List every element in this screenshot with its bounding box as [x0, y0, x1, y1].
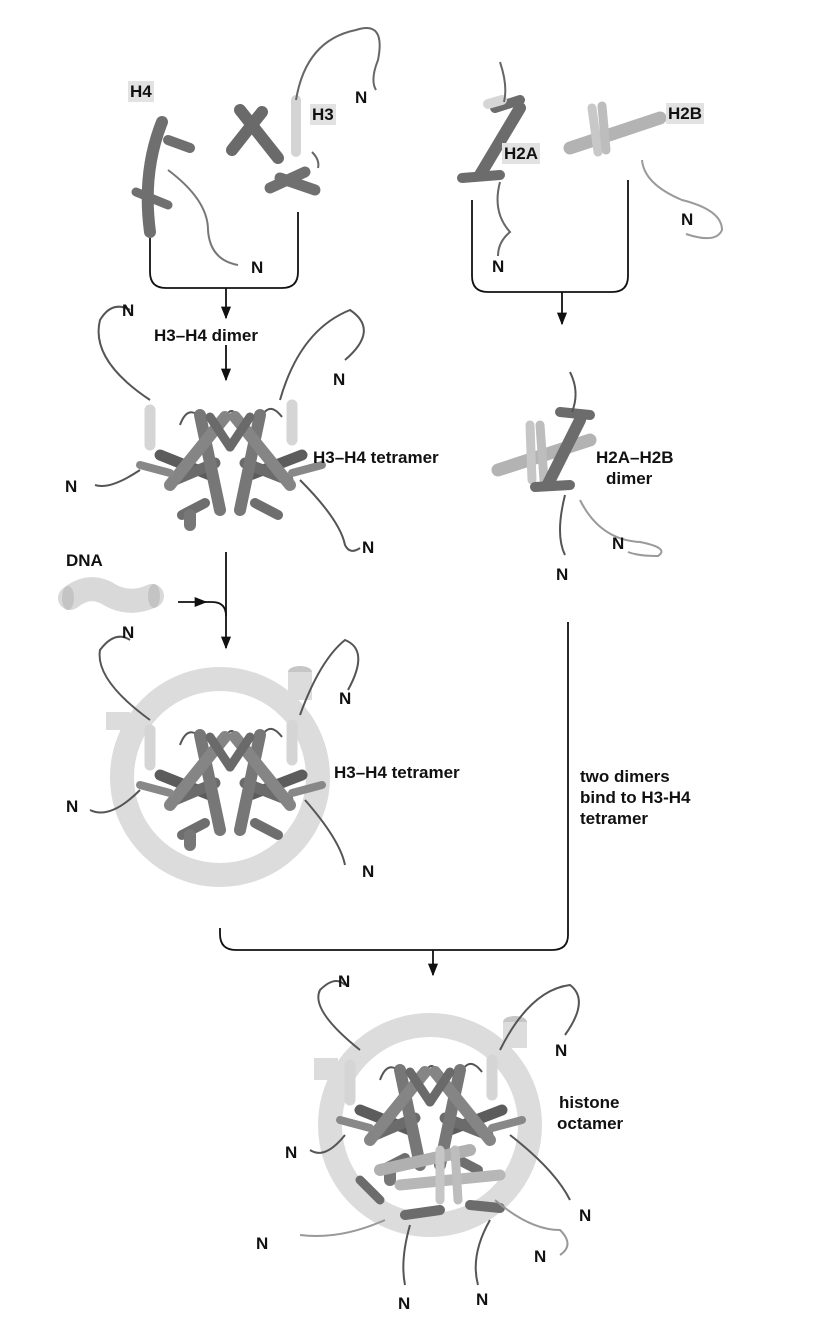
h2a-h2b-dimer-label: H2A–H2B dimer: [596, 447, 673, 489]
h4-helices: [131, 116, 239, 266]
n-terminus-dimer-bottom: N: [556, 565, 569, 584]
h2a-label: H2A: [502, 143, 541, 164]
n-terminus-octamer-top-right: N: [555, 1041, 568, 1060]
histone-octamer-label: histone octamer: [557, 1092, 623, 1134]
histone-octamer: [299, 980, 580, 1286]
n-terminus-octamer-bottom-right: N: [534, 1247, 547, 1266]
h3-h4-tetramer-top: [94, 305, 365, 552]
histone-octamer-label-line1: histone: [559, 1093, 620, 1112]
h3-label: H3: [310, 104, 336, 125]
h2a-helices: [457, 61, 526, 257]
n-terminus-h2a: N: [492, 257, 505, 276]
two-dimers-label-line2: bind to H3-H4: [580, 788, 691, 807]
n-terminus-octamer-bottom-a: N: [398, 1294, 411, 1313]
n-terminus-tetramer-top-right: N: [333, 370, 346, 389]
two-dimers-label-line3: tetramer: [580, 809, 649, 828]
dna-join-arrow: [178, 552, 232, 650]
n-terminus-dimer-right: N: [612, 534, 625, 553]
n-terminus-dna-bottom-right: N: [362, 862, 375, 881]
right-long-arrow: [219, 622, 569, 977]
h3-h4-tetramer-dna: [89, 635, 360, 887]
n-terminus-dna-top-right: N: [339, 689, 352, 708]
dna-label: DNA: [66, 551, 103, 570]
two-dimers-label: two dimers bind to H3-H4 tetramer: [580, 766, 691, 829]
h2b-helices: [563, 101, 724, 240]
n-terminus-tetramer-bottom-right: N: [362, 538, 375, 557]
n-terminus-octamer-bottom-left: N: [256, 1234, 269, 1253]
h2a-h2b-dimer: [491, 371, 663, 558]
n-terminus-h2b: N: [681, 210, 694, 229]
dna-fragment: [58, 577, 164, 613]
histone-octamer-label-line2: octamer: [557, 1114, 624, 1133]
n-terminus-h4: N: [251, 258, 264, 277]
n-terminus-octamer-right: N: [579, 1206, 592, 1225]
n-terminus-dna-left: N: [66, 797, 79, 816]
h3-h4-tetramer-dna-label: H3–H4 tetramer: [334, 763, 460, 782]
n-terminus-dna-top-left: N: [122, 623, 135, 642]
h2a-h2b-dimer-label-line1: H2A–H2B: [596, 448, 674, 467]
n-terminus-h3: N: [355, 88, 368, 107]
h2b-label: H2B: [666, 103, 705, 124]
h2a-h2b-dimer-label-line2: dimer: [606, 469, 653, 488]
n-terminus-octamer-left: N: [285, 1143, 298, 1162]
n-terminus-octamer-bottom-b: N: [476, 1290, 489, 1309]
n-terminus-tetramer-left: N: [65, 477, 78, 496]
two-dimers-label-line1: two dimers: [580, 767, 670, 786]
bracket-h3-h4: [149, 212, 299, 382]
bracket-h2a-h2b: [471, 180, 629, 326]
h3-h4-tetramer-label: H3–H4 tetramer: [313, 448, 439, 467]
h3-h4-dimer-label: H3–H4 dimer: [154, 326, 258, 345]
h3-helices: [226, 27, 381, 196]
n-terminus-tetramer-top-left: N: [122, 301, 135, 320]
n-terminus-octamer-top-left: N: [338, 972, 351, 991]
h4-label: H4: [128, 81, 154, 102]
